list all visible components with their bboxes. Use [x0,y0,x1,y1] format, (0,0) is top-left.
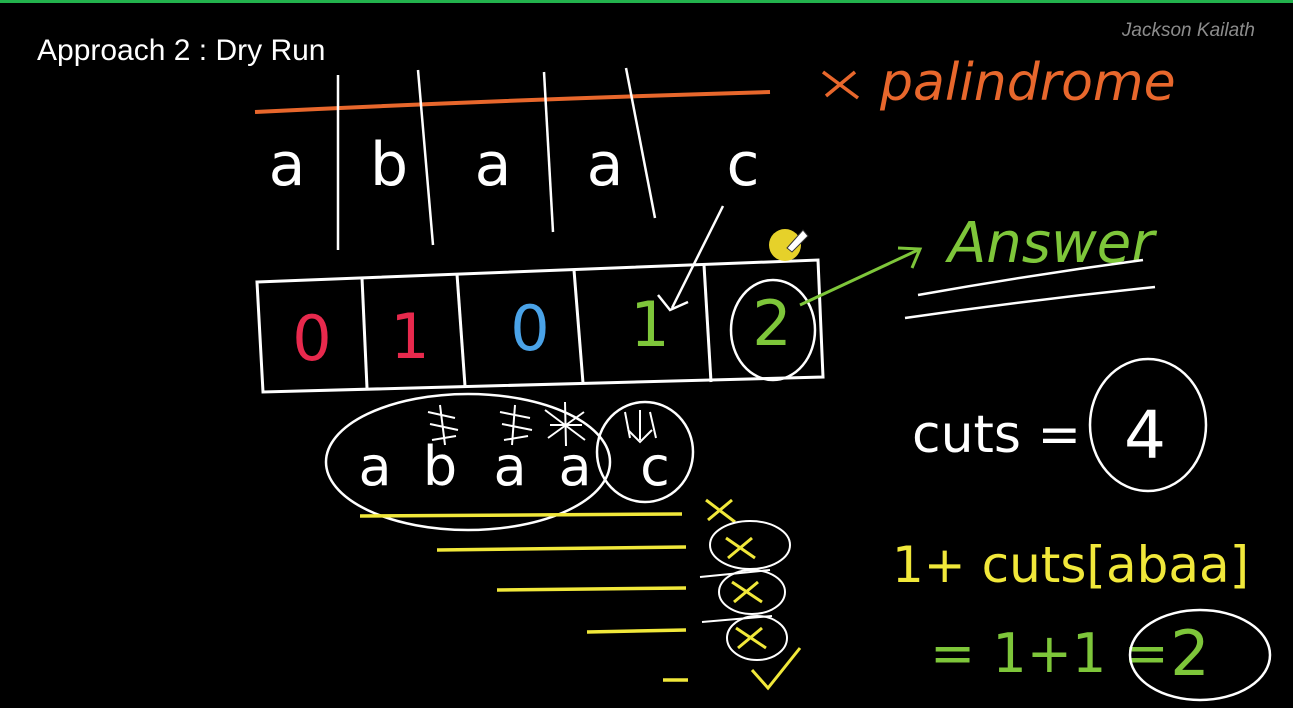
string-char: b [370,130,408,200]
partition-char: a [558,435,591,498]
answer-cell-circle [729,278,817,382]
orange-underline [254,90,771,114]
cuts-cell-value: 1 [390,300,429,373]
partition-char: b [423,435,457,498]
cuts-cell-value: 2 [752,287,791,360]
check-circles [699,520,791,661]
answer-underline-2 [904,285,1156,320]
partition-char: a [493,435,526,498]
window-top-border [0,0,1293,3]
palindrome-label: palindrome [879,53,1176,113]
string-char: a [475,130,512,200]
pointer-arrow [670,205,725,309]
answer-underline-1 [917,258,1144,297]
cuts-cell-value: 0 [292,302,331,375]
result-value: 2 [1170,617,1209,690]
partition-char: a [358,435,391,498]
string-char: a [587,130,624,200]
pen-cursor-highlight [769,229,801,261]
bottom-partition: a b a a c [358,435,669,498]
cuts-value-circle [1088,357,1208,493]
string-chars: a b a a c [269,130,760,200]
cuts-array-box [255,258,825,394]
cuts-cell-value: 1 [630,288,669,361]
answer-arrow-head [897,246,923,269]
formula-text: 1+ cuts[abaa] [892,536,1249,594]
slide-title: Approach 2 : Dry Run [37,34,326,67]
partition-char: c [640,435,670,498]
string-char: c [727,130,760,200]
cuts-cell-value: 0 [510,292,549,365]
right-group-circle [595,400,695,504]
answer-arrow [799,248,919,307]
left-group-circle [324,392,612,532]
result-prefix: = 1+1 = [930,622,1169,685]
partition-scribbles [427,401,657,447]
cuts-array-dividers [360,264,713,389]
string-char: a [269,130,306,200]
scan-lines [359,512,688,682]
author-watermark: Jackson Kailath [1121,20,1255,41]
cuts-label: cuts = [912,405,1081,465]
char-separators [336,67,657,250]
pointer-arrow-head [657,294,689,312]
palindrome-note: palindrome [821,53,1176,113]
cuts-value: 4 [1124,397,1166,474]
cuts-array-values: 0 1 0 1 2 [292,287,791,375]
result-value-circle [1128,608,1272,702]
check-marks [705,498,802,691]
cross-icon [821,70,860,100]
answer-label: Answer [945,211,1157,276]
pen-icon [786,229,809,253]
